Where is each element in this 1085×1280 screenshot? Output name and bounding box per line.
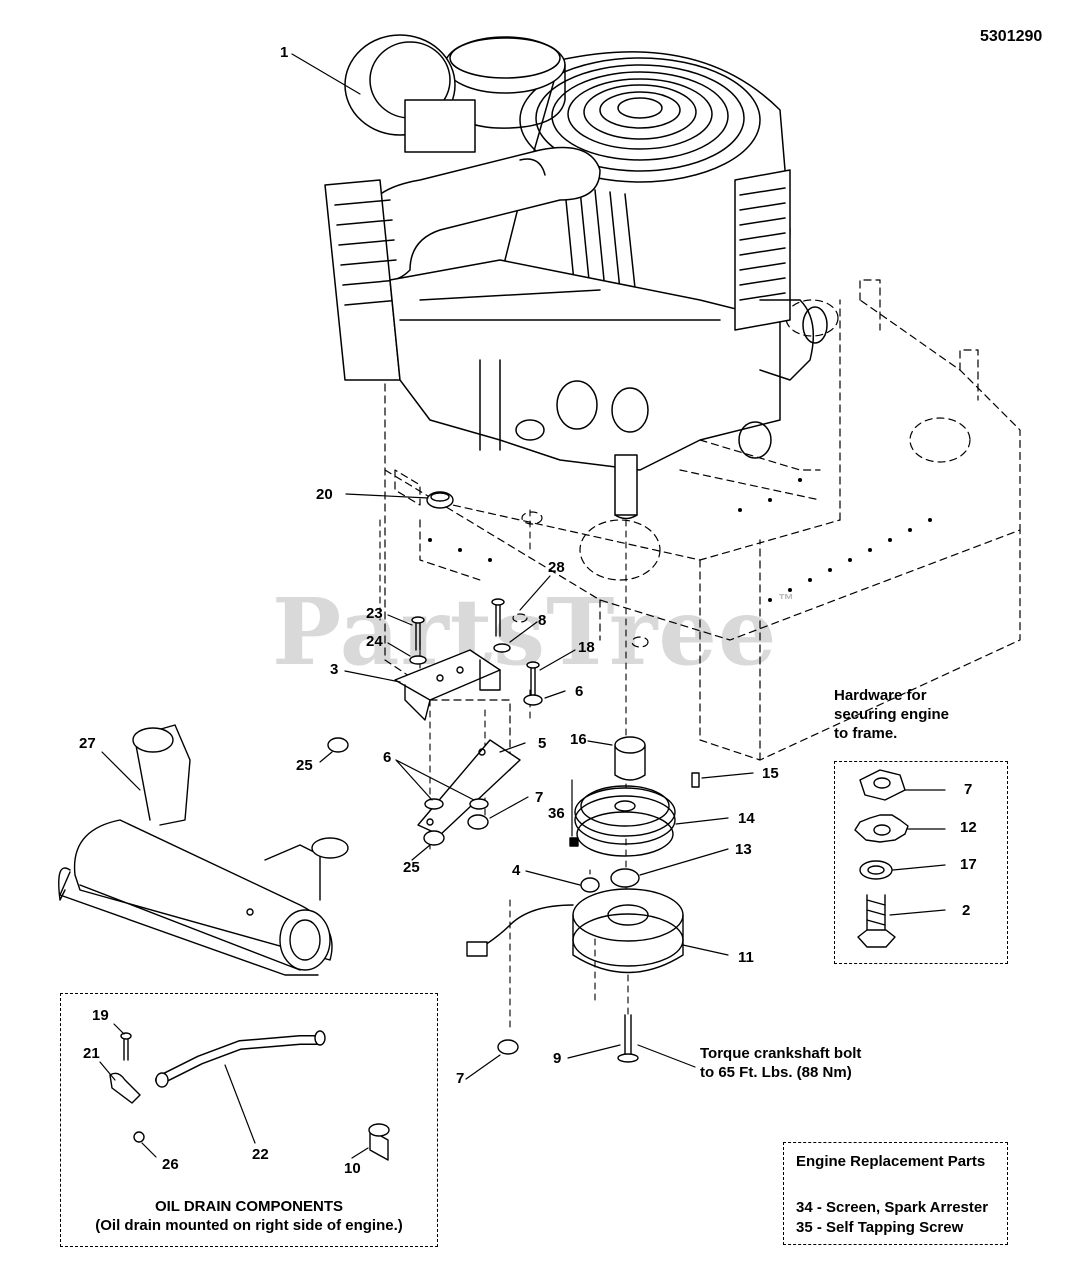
callout-24: 24 — [366, 633, 383, 650]
callout-25b: 25 — [403, 859, 420, 876]
callout-8: 8 — [538, 612, 547, 629]
callout-16: 16 — [570, 731, 587, 748]
callout-12: 12 — [960, 819, 977, 836]
hardware-note-line1: Hardware for — [834, 687, 927, 704]
hardware-note-line2: securing engine — [834, 706, 950, 723]
callout-18: 18 — [578, 639, 595, 656]
replacement-part-35: 35 - Self Tapping Screw — [796, 1219, 964, 1236]
callout-28: 28 — [548, 559, 565, 576]
engine — [324, 34, 828, 520]
callout-15: 15 — [762, 765, 779, 782]
callout-9: 9 — [553, 1050, 562, 1067]
callout-13: 13 — [735, 841, 752, 858]
callout-22: 22 — [252, 1146, 269, 1163]
callout-3: 3 — [330, 661, 339, 678]
callout-5: 5 — [538, 735, 547, 752]
callout-20: 20 — [316, 486, 333, 503]
callout-23: 23 — [366, 605, 383, 622]
hardware-note: Hardware for securing engine to frame. — [834, 686, 949, 743]
callout-1: 1 — [280, 44, 289, 61]
callout-7b: 7 — [456, 1070, 465, 1087]
oil-drain-subtitle: (Oil drain mounted on right side of engi… — [95, 1217, 403, 1234]
callout-17: 17 — [960, 856, 977, 873]
replacement-part-34: 34 - Screen, Spark Arrester — [796, 1199, 989, 1216]
watermark-trademark: ™ — [778, 592, 794, 609]
callout-36: 36 — [548, 805, 565, 822]
torque-note-line1: Torque crankshaft bolt — [700, 1045, 862, 1062]
callout-14: 14 — [738, 810, 755, 827]
callout-26: 26 — [162, 1156, 179, 1173]
replacement-parts-box — [783, 1142, 1008, 1245]
oil-drain-box — [60, 993, 438, 1247]
callout-25a: 25 — [296, 757, 313, 774]
diagram-number: 5301290 — [980, 28, 1043, 45]
callout-4: 4 — [512, 862, 521, 879]
callout-6a: 6 — [575, 683, 584, 700]
callout-21: 21 — [83, 1045, 100, 1062]
callout-19: 19 — [92, 1007, 109, 1024]
callout-7c: 7 — [964, 781, 973, 798]
callout-7a: 7 — [535, 789, 544, 806]
callout-27: 27 — [79, 735, 96, 752]
torque-note-line2: to 65 Ft. Lbs. (88 Nm) — [700, 1064, 852, 1081]
hardware-box — [834, 761, 1008, 964]
oil-drain-title: OIL DRAIN COMPONENTS — [154, 1198, 344, 1215]
muffler — [58, 724, 349, 976]
replacement-parts-title: Engine Replacement Parts — [796, 1153, 986, 1170]
callout-10: 10 — [344, 1160, 361, 1177]
oil-drain-caption: OIL DRAIN COMPONENTS (Oil drain mounted … — [60, 1197, 438, 1235]
callout-6b: 6 — [383, 749, 392, 766]
hardware-note-line3: to frame. — [834, 725, 898, 742]
callout-11: 11 — [738, 949, 754, 966]
torque-note: Torque crankshaft bolt to 65 Ft. Lbs. (8… — [700, 1044, 861, 1082]
callout-2: 2 — [962, 902, 971, 919]
